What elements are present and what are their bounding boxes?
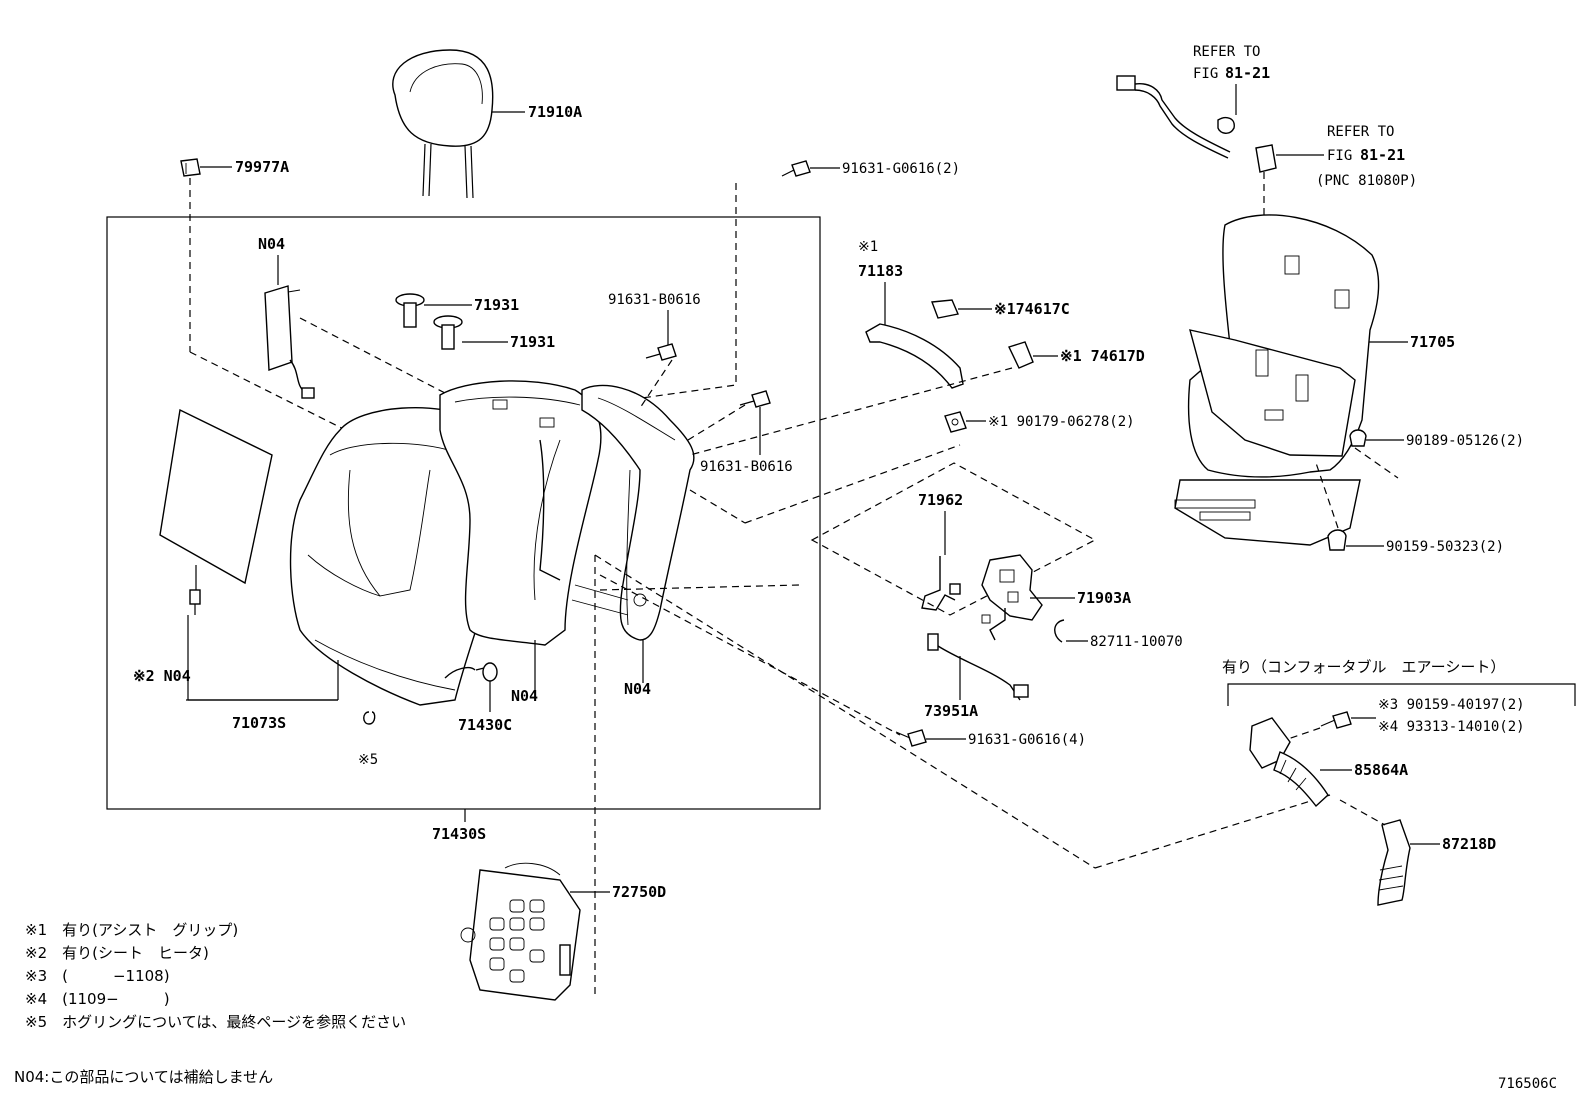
label-71931-b: 71931: [510, 333, 555, 351]
label-N04-heater: ※2 N04: [133, 667, 191, 685]
duct-87218D[interactable]: [1377, 819, 1411, 906]
clip-90159-50323[interactable]: [1327, 529, 1347, 551]
label-82711: 82711-10070: [1090, 634, 1183, 650]
wire-harness-ref-81-21[interactable]: [1116, 75, 1277, 173]
label-79977A: 79977A: [235, 158, 289, 176]
label-refer1-c: 81-21: [1225, 64, 1270, 82]
lumbar-support-72750D[interactable]: [460, 862, 581, 1001]
label-91631-G0616-4: 91631-G0616(4): [968, 732, 1086, 748]
label-71903A: 71903A: [1077, 589, 1131, 607]
note-3: ※3 ( −1108): [25, 967, 170, 985]
figure-id: 716506C: [1498, 1076, 1557, 1092]
note-2: ※2 有り(シート ヒータ): [25, 944, 209, 962]
label-refer2-a: REFER TO: [1327, 124, 1394, 140]
label-71430C: 71430C: [458, 716, 512, 734]
seat-back-frame-N04[interactable]: [539, 384, 695, 641]
seat-back-pad-N04[interactable]: [439, 380, 602, 646]
label-refer2-c: 81-21: [1360, 146, 1405, 164]
label-N04-top: N04: [258, 235, 285, 253]
label-air-seat-header: 有り（コンフォータブル エアーシート）: [1222, 658, 1505, 676]
footer-note: N04:この部品については補給しません: [14, 1068, 273, 1086]
clip-71430C[interactable]: [475, 662, 498, 682]
nut-90179-06278[interactable]: [944, 411, 967, 433]
label-87218D: 87218D: [1442, 835, 1496, 853]
label-91631-B0616-b: 91631-B0616: [700, 459, 793, 475]
headrest-guide-79977A[interactable]: [180, 158, 201, 177]
label-71962: 71962: [918, 491, 963, 509]
seat-heater-switch-N04[interactable]: [264, 285, 315, 399]
label-71910A: 71910A: [528, 103, 582, 121]
label-refer2-d: (PNC 81080P): [1316, 173, 1417, 189]
screw-91631-G0616-bottom[interactable]: [895, 729, 927, 747]
label-refer2-b: FIG: [1327, 148, 1352, 164]
label-mark5: ※5: [358, 752, 378, 768]
label-71430S: 71430S: [432, 825, 486, 843]
cover-74617D[interactable]: [1008, 341, 1034, 369]
label-71073S: 71073S: [232, 714, 286, 732]
label-91631-B0616-a: 91631-B0616: [608, 292, 701, 308]
note-5: ※5 ホグリングについては、最終ページを参照ください: [25, 1013, 406, 1031]
lock-71903A[interactable]: [981, 554, 1043, 621]
label-N04-frame: N04: [624, 680, 651, 698]
label-72750D: 72750D: [612, 883, 666, 901]
seat-back-board-71705[interactable]: [1174, 214, 1380, 546]
screw-91631-B0616-b[interactable]: [739, 390, 771, 408]
label-71931-a: 71931: [474, 296, 519, 314]
label-93313: ※4 93313-14010(2): [1378, 719, 1525, 735]
screw-91631-B0616-a[interactable]: [645, 343, 677, 361]
screw-90159-40197[interactable]: [1320, 711, 1352, 729]
label-90189: 90189-05126(2): [1406, 433, 1524, 449]
label-71183: 71183: [858, 262, 903, 280]
duct-85864A[interactable]: [1249, 717, 1329, 808]
assembly-box-71430S: [106, 216, 821, 810]
label-74617C: ※174617C: [994, 300, 1070, 318]
clip-90189-05126[interactable]: [1349, 429, 1367, 447]
headrest-support-71931-a[interactable]: [395, 293, 425, 328]
cable-73951A[interactable]: [927, 608, 1029, 701]
label-74617D: ※1 74617D: [1060, 347, 1145, 365]
headrest-support-71931-b[interactable]: [433, 315, 463, 350]
label-N04-pad: N04: [511, 687, 538, 705]
bracket-71962[interactable]: [921, 556, 961, 611]
note-1: ※1 有り(アシスト グリップ): [25, 921, 238, 939]
label-73951A: 73951A: [924, 702, 978, 720]
label-refer1-a: REFER TO: [1193, 44, 1260, 60]
seat-heater-pad[interactable]: [159, 408, 273, 615]
label-91631-G0616-2: 91631-G0616(2): [842, 161, 960, 177]
label-90179: ※1 90179-06278(2): [988, 414, 1135, 430]
label-85864A: 85864A: [1354, 761, 1408, 779]
headrest-71910A[interactable]: [392, 49, 494, 199]
hog-ring-mark5[interactable]: [363, 711, 376, 725]
label-refer1-b: FIG: [1193, 66, 1218, 82]
screw-91631-G0616-top[interactable]: [781, 160, 811, 177]
note-4: ※4 (1109− ): [25, 990, 170, 1008]
ring-82711-10070[interactable]: [1054, 619, 1065, 643]
label-71183-mark: ※1: [858, 239, 878, 255]
label-71705: 71705: [1410, 333, 1455, 351]
cover-74617C[interactable]: [931, 299, 959, 319]
label-90159-50323: 90159-50323(2): [1386, 539, 1504, 555]
label-90159-40197: ※3 90159-40197(2): [1378, 697, 1525, 713]
assist-grip-71183[interactable]: [865, 323, 964, 389]
